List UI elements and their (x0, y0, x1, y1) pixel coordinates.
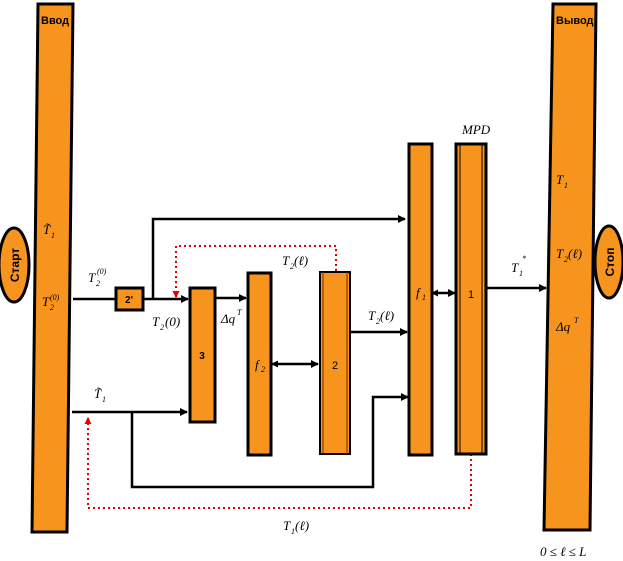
svg-text:2: 2 (564, 255, 568, 264)
svg-text:1: 1 (291, 527, 295, 536)
input-t2-0: T (42, 294, 50, 309)
label-t1-tilde: T̃ (94, 386, 102, 401)
start-label: Старт (8, 248, 22, 282)
label-t1l-feedback: T (283, 518, 291, 533)
feedback-lines (84, 245, 472, 509)
output-dq: Δq (555, 319, 571, 334)
input-block: Ввод T̃ 1 T 2 (0) (30, 2, 75, 534)
svg-text:(ℓ): (ℓ) (295, 518, 309, 533)
svg-text:*: * (522, 254, 526, 263)
input-t1-tilde: T̃ (43, 222, 51, 237)
svg-text:(0): (0) (50, 293, 60, 302)
svg-text:(ℓ): (ℓ) (380, 308, 394, 323)
svg-text:(ℓ): (ℓ) (568, 246, 582, 261)
mpd-label: MPD (461, 122, 491, 137)
label-dq: Δq (220, 311, 236, 326)
signal-labels: T 2 (0) T 2 (0) T̃ 1 Δq T T 2 (ℓ) T 2 (ℓ… (88, 253, 526, 536)
svg-text:1: 1 (422, 293, 426, 302)
svg-text:2: 2 (290, 262, 294, 271)
svg-text:2: 2 (261, 365, 265, 374)
block-2prime: 2' (114, 286, 145, 312)
label-t2-0-bottom: T (152, 314, 160, 329)
label-t1-star: T (511, 260, 519, 275)
svg-text:1: 1 (102, 395, 106, 404)
block-3: 3 (188, 286, 217, 424)
svg-text:T: T (574, 316, 579, 325)
svg-text:3: 3 (199, 351, 205, 362)
svg-text:1: 1 (564, 181, 568, 190)
stop-label: Стоп (603, 248, 617, 277)
svg-text:2: 2 (96, 279, 100, 288)
stop-node: Стоп (593, 224, 623, 300)
svg-text:1: 1 (51, 231, 55, 240)
svg-text:T: T (237, 308, 242, 317)
svg-text:f: f (416, 285, 422, 300)
output-t2l: T (556, 246, 564, 261)
svg-text:1: 1 (468, 289, 474, 301)
svg-text:(0): (0) (165, 314, 180, 329)
svg-text:1: 1 (519, 269, 523, 278)
svg-text:2: 2 (332, 360, 338, 372)
connectors (72, 215, 547, 489)
svg-text:(ℓ): (ℓ) (294, 253, 308, 268)
output-t1: T (556, 172, 564, 187)
svg-text:f: f (255, 357, 261, 372)
output-block: Вывод T 1 T 2 (ℓ) Δq T (542, 2, 598, 532)
svg-text:2: 2 (160, 323, 164, 332)
svg-text:2: 2 (376, 317, 380, 326)
svg-text:2: 2 (50, 303, 54, 312)
svg-text:(0): (0) (97, 267, 107, 276)
range-label: 0 ≤ ℓ ≤ L (540, 544, 586, 559)
label-t2l-mid: T (368, 308, 376, 323)
output-label: Вывод (556, 15, 594, 27)
input-label: Ввод (41, 15, 69, 27)
block-1-mpd: 1 MPD (454, 122, 491, 456)
block-f2: f 2 (246, 271, 273, 457)
label-t2-0-top: T (88, 270, 96, 285)
block-f1: f 1 (407, 142, 434, 457)
label-t2l-feedback: T (282, 253, 290, 268)
start-node: Старт (0, 226, 31, 304)
svg-text:2': 2' (125, 295, 133, 306)
block-2: 2 (319, 271, 351, 455)
